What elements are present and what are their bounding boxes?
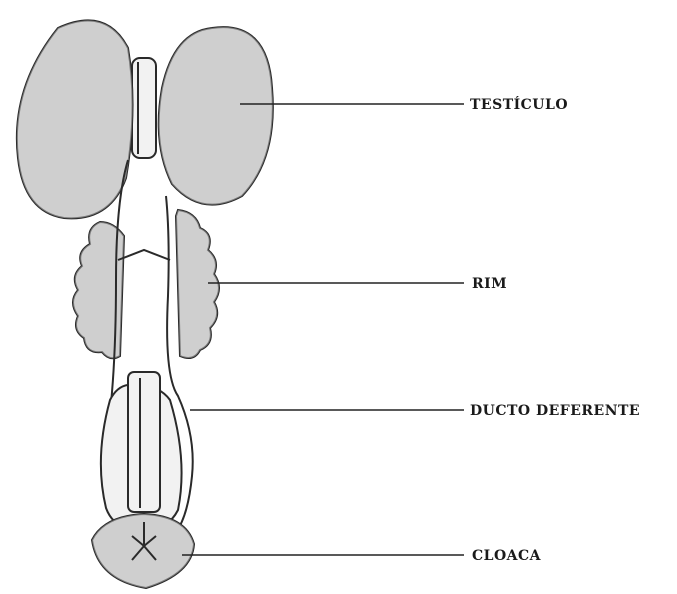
right-testis bbox=[159, 27, 273, 204]
left-testis bbox=[17, 20, 133, 218]
testis-label: TESTÍCULO bbox=[470, 95, 568, 113]
cloaca-label: CLOACA bbox=[472, 548, 542, 564]
right-kidney bbox=[176, 210, 219, 358]
kidney-label: RIM bbox=[472, 276, 507, 292]
ductus-label: DUCTO DEFERENTE bbox=[470, 403, 640, 419]
cloaca-structure bbox=[92, 514, 194, 588]
urodeum-body bbox=[101, 372, 182, 532]
central-vessel bbox=[132, 58, 156, 158]
